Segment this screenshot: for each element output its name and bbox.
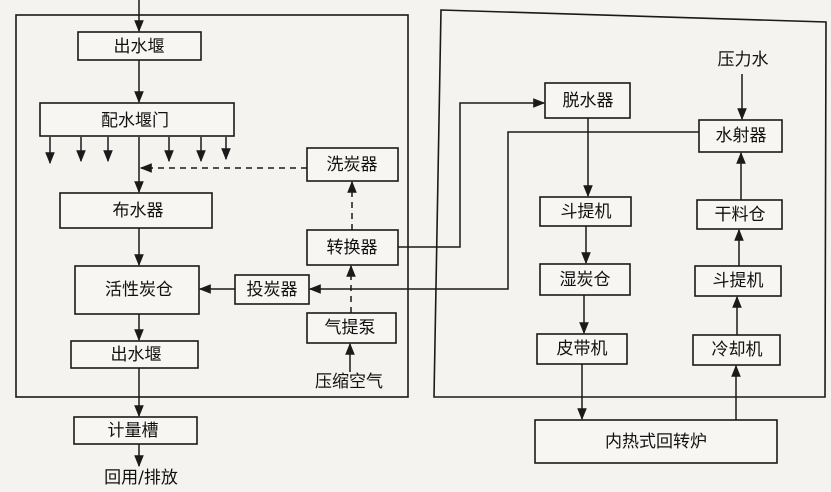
pressure-water-label: 压力水 xyxy=(718,50,769,70)
arrow-ejector-to-feeder xyxy=(308,131,699,294)
box-bucket-elevator-right: 斗提机 xyxy=(694,265,782,297)
box-water-distributor: 布水器 xyxy=(59,192,213,229)
label: 转换器 xyxy=(327,238,378,258)
box-carbon-feeder: 投炭器 xyxy=(234,274,310,305)
label: 干料仓 xyxy=(715,205,766,225)
label: 出水堰 xyxy=(111,345,162,365)
compressed-air-label: 压缩空气 xyxy=(315,372,383,392)
box-carbon-washer: 洗炭器 xyxy=(306,147,399,182)
label: 湿炭仓 xyxy=(560,270,611,290)
box-cooler: 冷却机 xyxy=(692,334,781,366)
box-activated-carbon-bin: 活性炭仓 xyxy=(74,265,200,315)
reuse-discharge-label: 回用/排放 xyxy=(104,468,178,488)
label: 洗炭器 xyxy=(327,155,378,175)
label: 计量槽 xyxy=(108,421,159,441)
label: 布水器 xyxy=(113,201,164,221)
box-distribution-gate: 配水堰门 xyxy=(39,102,235,137)
box-belt-conveyor: 皮带机 xyxy=(536,333,628,365)
box-dewaterer: 脱水器 xyxy=(544,82,631,119)
box-weir-bottom: 出水堰 xyxy=(70,340,199,369)
regeneration-section-frame xyxy=(433,9,827,398)
label: 内热式回转炉 xyxy=(605,432,707,452)
arrow-converter-to-dewaterer xyxy=(398,98,546,248)
label: 冷却机 xyxy=(712,340,763,360)
gate-outlet-arrows xyxy=(45,137,231,165)
label: 皮带机 xyxy=(557,339,608,359)
box-rotary-kiln: 内热式回转炉 xyxy=(534,419,778,464)
box-airlift-pump: 气提泵 xyxy=(306,312,397,344)
box-metering-tank: 计量槽 xyxy=(73,416,198,445)
label: 斗提机 xyxy=(713,271,764,291)
label: 投炭器 xyxy=(247,280,298,300)
label: 气提泵 xyxy=(325,318,376,338)
label: 水射器 xyxy=(716,126,767,146)
box-wet-carbon-bin: 湿炭仓 xyxy=(539,263,631,296)
box-bucket-elevator-left: 斗提机 xyxy=(539,196,632,227)
label: 脱水器 xyxy=(563,91,614,111)
label: 斗提机 xyxy=(561,202,612,222)
box-weir-top: 出水堰 xyxy=(77,31,202,61)
box-water-ejector: 水射器 xyxy=(698,119,783,153)
label: 配水堰门 xyxy=(101,111,169,131)
label: 出水堰 xyxy=(114,37,165,57)
adsorption-section-frame xyxy=(15,14,409,398)
box-converter: 转换器 xyxy=(306,229,399,266)
label: 活性炭仓 xyxy=(105,280,173,300)
box-dry-material-bin: 干料仓 xyxy=(696,199,783,230)
